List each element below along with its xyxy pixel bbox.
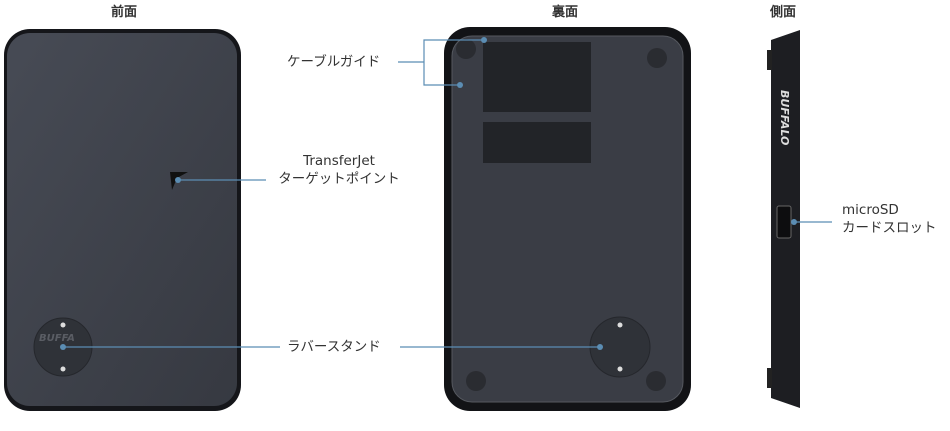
back-view-device [444,27,691,411]
microsd-label-line1: microSD [842,202,899,218]
front-view-title: 前面 [110,5,138,20]
transferjet-label: TransferJet ターゲットポイント [272,152,406,188]
microsd-label-line2: カードスロット [842,220,937,236]
microsd-label: microSD カードスロット [842,201,937,237]
transferjet-label-line1: TransferJet [303,153,375,169]
callout-lines [63,39,832,348]
callout-dots [60,37,797,350]
rubber-stand-label: ラバースタンド [287,339,381,355]
front-view-device: BUFFA [4,29,241,411]
transferjet-mark-icon [170,172,188,190]
side-view-title: 側面 [769,5,797,20]
back-view-title: 裏面 [551,5,579,20]
cable-guide-label: ケーブルガイド [287,54,381,70]
microsd-slot [776,205,792,239]
side-view-device: BUFFALO [767,30,800,408]
transferjet-label-line2: ターゲットポイント [278,171,400,187]
front-brand-mark: BUFFA [39,333,75,344]
brand-logo: BUFFALO [778,90,791,145]
